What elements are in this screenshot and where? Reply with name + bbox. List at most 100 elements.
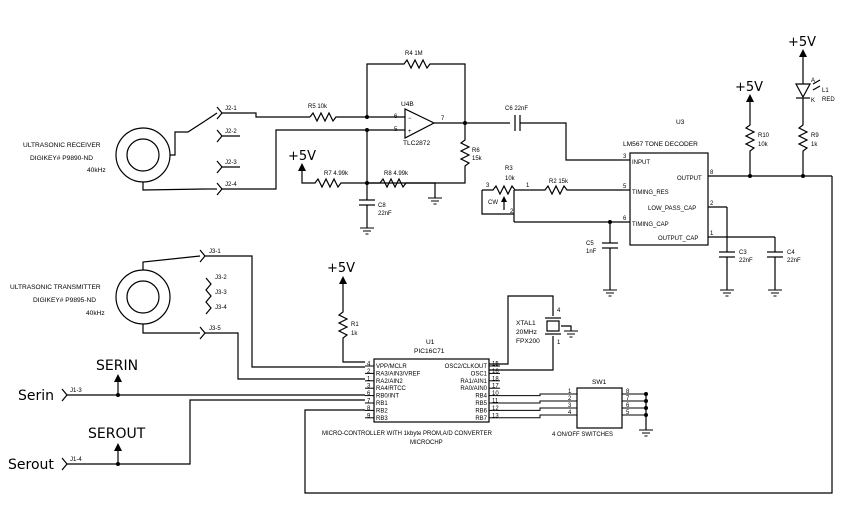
- c6-label: C6 22nF: [505, 106, 528, 112]
- resistor-r1: [337, 284, 365, 363]
- r3-ref: R3: [505, 166, 513, 172]
- j3-2-label: J3-2: [215, 275, 227, 281]
- mcu-right-pin-num: 13: [492, 413, 499, 419]
- mcu-u1: [373, 358, 490, 423]
- mcu-right-pin-num: 11: [492, 399, 499, 405]
- svg-text:1: 1: [526, 183, 530, 189]
- j3-3-label: J3-3: [215, 290, 227, 296]
- mcu-left-pin-num: 1: [367, 376, 371, 382]
- r10-val: 10k: [758, 142, 769, 148]
- mcu-left-pin-num: 6: [367, 391, 371, 397]
- r10-ref: R10: [758, 133, 770, 139]
- j2-connectors: [204, 106, 240, 196]
- u3-n8: 8: [710, 170, 714, 176]
- r4-label: R4 1M: [405, 51, 423, 57]
- mcu-right-pin-num: 10: [492, 391, 499, 397]
- c4-val: 22nF: [787, 258, 801, 264]
- sw-caption: 4 ON/OFF SWITCHES: [552, 432, 613, 438]
- r1-ref: R1: [351, 322, 359, 328]
- r9-val: 1k: [811, 142, 818, 148]
- r8-label: R8 4.99k: [384, 171, 409, 177]
- opamp-u4b: − +: [367, 108, 510, 139]
- c4-ref: C4: [787, 250, 795, 256]
- led-cathode: K: [811, 98, 815, 104]
- opamp-part: TLC2872: [403, 140, 430, 147]
- u3-pin-input: INPUT: [632, 160, 650, 166]
- serin-label: SERIN: [96, 358, 138, 374]
- u3-n6: 6: [623, 216, 627, 222]
- r3-cw: CW: [488, 200, 498, 206]
- resistor-r5: [309, 111, 367, 123]
- mcu-left-pin-num: 3: [367, 384, 371, 390]
- resistor-r6: [367, 123, 471, 184]
- mcu-right-pin-num: 12: [492, 406, 499, 412]
- c3-ref: C3: [739, 250, 747, 256]
- switch-right-num: 5: [626, 410, 630, 416]
- receiver-freq: 40kHz: [87, 167, 106, 174]
- receiver-title: ULTRASONIC RECEIVER: [23, 142, 101, 149]
- mcu-left-pin-num: 2: [367, 369, 371, 375]
- capacitor-c6: [514, 115, 622, 161]
- r1-val: 1k: [351, 331, 358, 337]
- mcu-right-pin-num: 18: [492, 376, 499, 382]
- mcu-left-pins: VPP/MCLR4RA3/AIN3/VREF2RA2/AIN21RA4/RTCC…: [365, 362, 421, 422]
- switch-right-num: 7: [626, 396, 630, 402]
- svg-text:+: +: [408, 129, 412, 135]
- mcu-maker: MICROCHP: [410, 440, 443, 446]
- led-color: RED: [822, 97, 835, 103]
- tone-decoder-u3: [610, 152, 832, 246]
- c5-val: 1nF: [586, 249, 597, 255]
- serout-port: Serout: [8, 457, 54, 473]
- serin-port: Serin: [18, 388, 54, 404]
- mcu-right-pin: RA1/AIN1: [460, 379, 487, 385]
- r6-val: 15k: [472, 156, 483, 162]
- switch-wire: [500, 414, 577, 419]
- mcu-caption: MICRO-CONTROLLER WITH 1kbyte PROM,A/D CO…: [322, 431, 493, 437]
- mcu-left-pin: RB0/INT: [376, 394, 399, 400]
- svg-text:−: −: [408, 116, 412, 122]
- mcu-right-pin: RB6: [475, 408, 487, 414]
- u3-pin-low-pass: LOW_PASS_CAP: [648, 206, 696, 212]
- mcu-left-pin: RB3: [376, 416, 388, 422]
- switch-right-num: 8: [626, 389, 630, 395]
- xtal-pin1: 1: [557, 340, 561, 346]
- sw-ref: SW1: [592, 379, 607, 386]
- mcu-left-pin: RA3/AIN3/VREF: [376, 371, 421, 377]
- led-anode: A: [811, 78, 815, 84]
- opamp-ref: U4B: [401, 101, 414, 108]
- switch-left-num: 3: [568, 403, 572, 409]
- mcu-part: PIC16C71: [414, 348, 445, 355]
- switch-wire: [500, 407, 577, 411]
- xtal-ref: XTAL1: [516, 320, 536, 327]
- opamp-pin-plus: 5: [394, 127, 398, 133]
- mcu-left-pin-num: 7: [367, 399, 371, 405]
- mcu-right-pin: RB5: [475, 401, 487, 407]
- mcu-right-pin: RA0/AIN0: [460, 386, 487, 392]
- mcu-left-pin: VPP/MCLR: [376, 364, 407, 370]
- mcu-right-pin: RB7: [475, 416, 487, 422]
- resistor-r3-r2: [481, 184, 622, 223]
- transmitter-title: ULTRASONIC TRANSMITTER: [10, 284, 101, 291]
- switch-left-num: 2: [568, 396, 572, 402]
- xtal-part: FPX200: [516, 338, 540, 345]
- u3-title: LM567 TONE DECODER: [623, 141, 698, 148]
- c5-ref: C5: [586, 241, 594, 247]
- mcu-right-pin-num: 17: [492, 384, 499, 390]
- mcu-left-pin-num: 4: [367, 362, 371, 368]
- bias-network: [301, 130, 436, 228]
- r7-label: R7 4.99k: [324, 171, 349, 177]
- transmitter-transducer: [115, 255, 201, 334]
- j3-5-label: J3-5: [209, 326, 221, 332]
- j3-1-label: J3-1: [209, 249, 221, 255]
- j2-wires: [240, 112, 398, 190]
- switch-sw1: [576, 387, 623, 429]
- mcu-left-pin: RA2/AIN2: [376, 379, 403, 385]
- j2-3-label: J2-3: [225, 160, 237, 166]
- resistor-r4: [366, 58, 466, 122]
- j1-4-label: J1-4: [70, 457, 82, 463]
- vcc-label-opamp: +5V: [288, 149, 316, 164]
- mcu-ref: U1: [426, 339, 435, 346]
- c3-val: 22nF: [739, 258, 753, 264]
